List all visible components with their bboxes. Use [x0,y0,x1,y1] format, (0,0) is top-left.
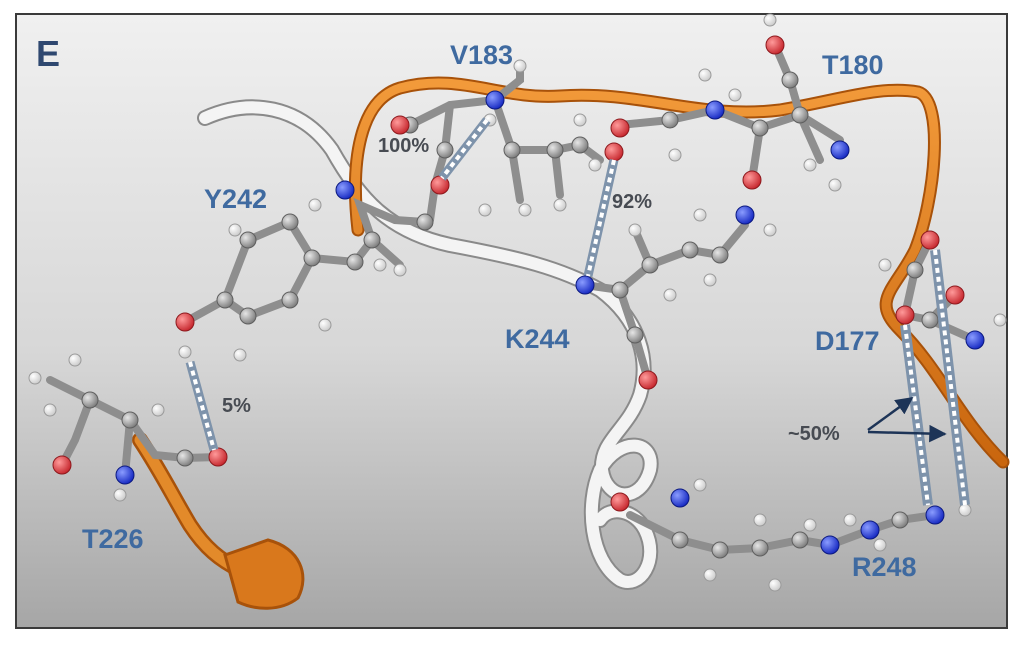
hbond-occupancy-v183: 100% [378,135,429,157]
residue-label-t226: T226 [82,524,144,554]
hydrogen-atoms [28,13,1007,592]
residue-label-d177: D177 [815,326,880,356]
carbon-atoms [81,71,939,559]
residue-label-v183: V183 [450,40,513,70]
residue-label-y242: Y242 [204,184,267,214]
panel-letter: E [36,33,60,74]
beta-strand-arrowhead [223,538,305,610]
residue-label-k244: K244 [505,324,570,354]
hbond-occupancy-d177-r248: ~50% [788,423,840,445]
hbond-occupancy-k244: 92% [612,191,652,213]
residue-label-r248: R248 [852,552,917,582]
orange-ribbon [132,76,1010,578]
annotation-arrows [867,396,947,443]
hbond-occupancy-y242-t226: 5% [222,395,251,417]
nitrogen-atoms [115,90,985,555]
residue-label-t180: T180 [822,50,884,80]
oxygen-atoms [52,35,965,512]
hydrogen-bonds [185,117,970,506]
